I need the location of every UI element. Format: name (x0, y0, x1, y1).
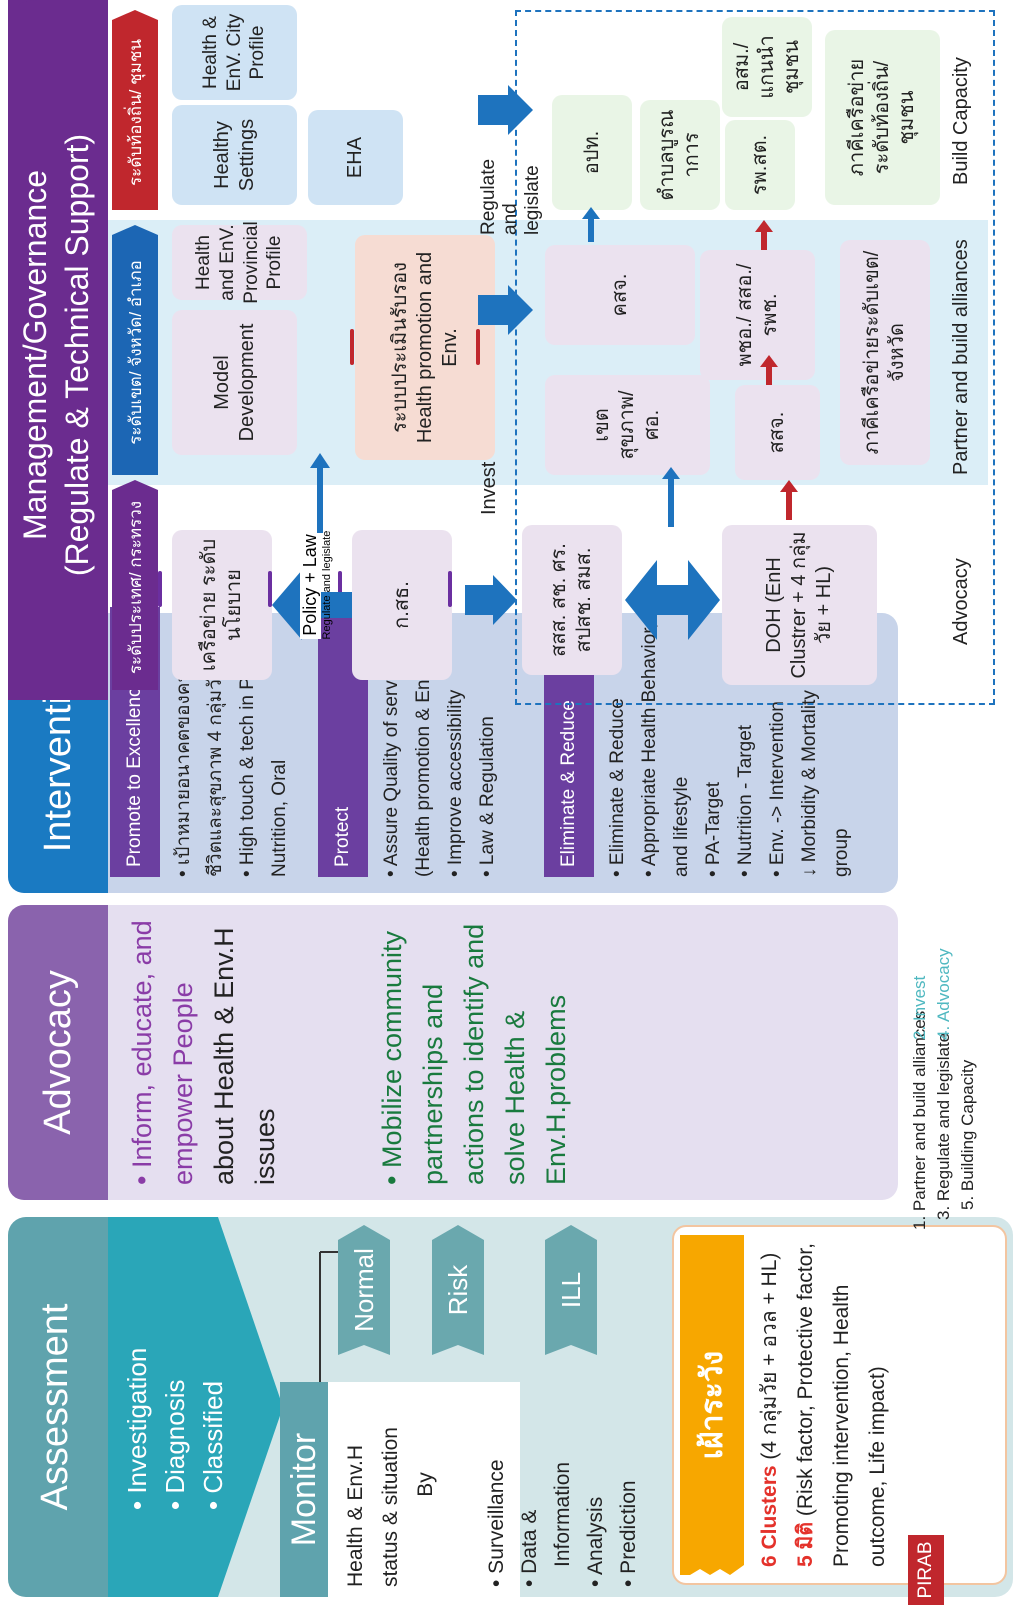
healthy-settings-box: Healthy Settings (172, 105, 297, 205)
monitor-line: status & situation (379, 1427, 402, 1587)
category-risk: Risk (442, 1264, 473, 1316)
level-tag-local: ระดับท้องถิ่น/ ชุมชน (125, 38, 145, 187)
category-risk-shape (432, 1225, 484, 1355)
city-profile-box: Health & EnV. City Profile (172, 5, 297, 100)
category-ill: ILL (555, 1271, 586, 1309)
advocacy-bullet-inform: • Inform, educate, and empower People ab… (127, 920, 280, 1185)
model-development-box: Model Development (172, 310, 297, 455)
pirab-item: 2. Invest (910, 975, 929, 1040)
dims-highlight: 5 มิติ (794, 1522, 817, 1567)
assessment-bullet: • Classified (198, 1380, 228, 1510)
monitor-bullet: • Analysis (584, 1496, 607, 1587)
arrow-red-icon (755, 220, 773, 250)
pirab-item: 5. Building Capacity (958, 1059, 977, 1210)
sss-box: สสส. สช. ศร. สปสช. สมส. (522, 525, 622, 675)
pho-box: พชอ./ สสอ./ รพช. (700, 250, 815, 380)
certification-box: ระบบประเมินรับรอง Health promotion and E… (355, 235, 495, 460)
pirab-badge: PIRAB (908, 1535, 944, 1605)
dims-text: (Risk factor, Protective factor, Promoti… (794, 1243, 889, 1567)
category-normal-shape (338, 1225, 390, 1355)
policy-network-box: เครือข่าย ระดับนโยบาย (172, 530, 272, 680)
advocacy-title: Advocacy (36, 970, 79, 1135)
connector-bar (448, 571, 452, 607)
arrow-blue-icon (662, 467, 680, 527)
khet-box: เขต สุขภาพ/ ศอ. (545, 375, 710, 475)
osm-box: อสม./ แกนนำชุมชน (722, 17, 812, 117)
management-title-line2: (Regulate & Technical Support) (59, 133, 95, 577)
category-ill-shape (545, 1225, 597, 1355)
assessment-bullets: • Investigation • Diagnosis • Classified (118, 1240, 258, 1510)
protect-header-label: Protect (332, 806, 353, 867)
policy-label-main: Policy + Law (300, 531, 321, 639)
arrow-up-icon (310, 453, 330, 533)
down-arrow-icon: ↓ (799, 867, 820, 878)
advocacy-about-text: about Health & Env.H issues (209, 927, 280, 1185)
monitor-line: Health & Env.H (344, 1444, 367, 1587)
advocacy-bullet-mobilize: • Mobilize community partnerships and ac… (377, 923, 571, 1185)
invest-label: Invest (478, 461, 500, 515)
assessment-bullet: • Investigation (122, 1347, 152, 1510)
tambon-box: ตำบลบูรณาการ (640, 100, 720, 210)
doh-box: DOH (EnH Clustrer + 4 กลุ่มวัย + HL) (722, 525, 877, 685)
ksj-box: คสจ. (545, 245, 695, 345)
assessment-title: Assessment (33, 1303, 76, 1511)
protect-item: • Law & Regulation (477, 716, 498, 877)
ssj-box: สสจ. (735, 385, 820, 480)
level-tag-region-shape (112, 225, 158, 475)
monitor-bullet: • Data & (518, 1509, 541, 1587)
level-tag-national: ระดับประเทศ/ กระทรวง (125, 500, 145, 675)
category-normal: Normal (348, 1248, 379, 1332)
management-title: Management/Governance (Regulate & Techni… (14, 10, 106, 700)
arrow-regulate-icon (478, 285, 533, 335)
assessment-bullet: • Diagnosis (160, 1379, 190, 1511)
arrow-red-icon (760, 355, 778, 385)
monitor-line: By (414, 1472, 437, 1497)
local-partners-box: ภาคีเครือข่าย ระดับท้องถิ่น/ ชุมชน (825, 30, 940, 205)
region-partners-box: ภาคีเครือข่ายระดับเขต/ จังหวัด (840, 240, 930, 465)
surveillance-title: เฝ้าระวัง (695, 1350, 729, 1460)
advocacy-header: Advocacy (8, 905, 108, 1200)
rpst-box: รพ.สต. (725, 120, 795, 210)
clusters-text: (4 กลุ่มวัย + อวล + HL) (758, 1252, 781, 1466)
clusters-highlight: 6 Clusters (758, 1465, 781, 1567)
pirab-item: 4. Advocacy (934, 948, 953, 1040)
level-tag-region: ระดับเขต/ จังหวัด/ อำเภอ (125, 260, 145, 445)
advocacy-mobilize-text: Mobilize community partnerships and acti… (377, 923, 571, 1185)
arrow-blue-icon (582, 207, 600, 242)
partner-footer-label: Partner and build alliances (950, 239, 972, 475)
level-tag-local-shape (112, 10, 158, 210)
connector-bar (350, 329, 354, 365)
assessment-chevron (108, 1217, 283, 1597)
double-arrow-icon (625, 560, 720, 640)
monitor-title: Monitor (284, 1432, 323, 1547)
monitor-bullet: • Prediction (617, 1480, 640, 1587)
surveillance-banner-shape (680, 1235, 744, 1575)
arrow-local-icon (478, 85, 533, 135)
eliminate-header-label: Eliminate & Reduce (558, 700, 579, 867)
monitor-header: Monitor (280, 1382, 328, 1597)
provincial-profile-box: Health and EnV. Provincial Profile (172, 221, 307, 304)
capacity-footer-label: Build Capacity (950, 57, 972, 185)
monitor-bullet: • Surveillance (485, 1459, 508, 1587)
monitor-bullet: Information (551, 1461, 574, 1567)
connector-bar (158, 571, 162, 607)
arrow-ksr-sss-icon (465, 575, 517, 625)
level-tag-national-shape (112, 480, 158, 690)
regulate-label: Regulate and legislate (478, 158, 543, 235)
pirab-legend: 1. Partner and build alliances 2. Invest… (908, 948, 1008, 1510)
monitor-bullet-list: • Surveillance • Data & Information • An… (480, 1387, 655, 1587)
promote-header-label: Promote to Excellence (124, 676, 145, 867)
opt-box: อปท. (552, 95, 632, 210)
advocacy-inform-text: Inform, educate, and empower People (127, 920, 198, 1185)
management-header-cap (8, 0, 108, 50)
advocacy-footer-label: Advocacy (950, 558, 972, 645)
arrow-red-icon (780, 480, 798, 520)
management-title-line1: Management/Governance (17, 170, 53, 540)
eha-box: EHA (308, 110, 403, 205)
ksr-box: ก.สธ. (352, 530, 452, 680)
